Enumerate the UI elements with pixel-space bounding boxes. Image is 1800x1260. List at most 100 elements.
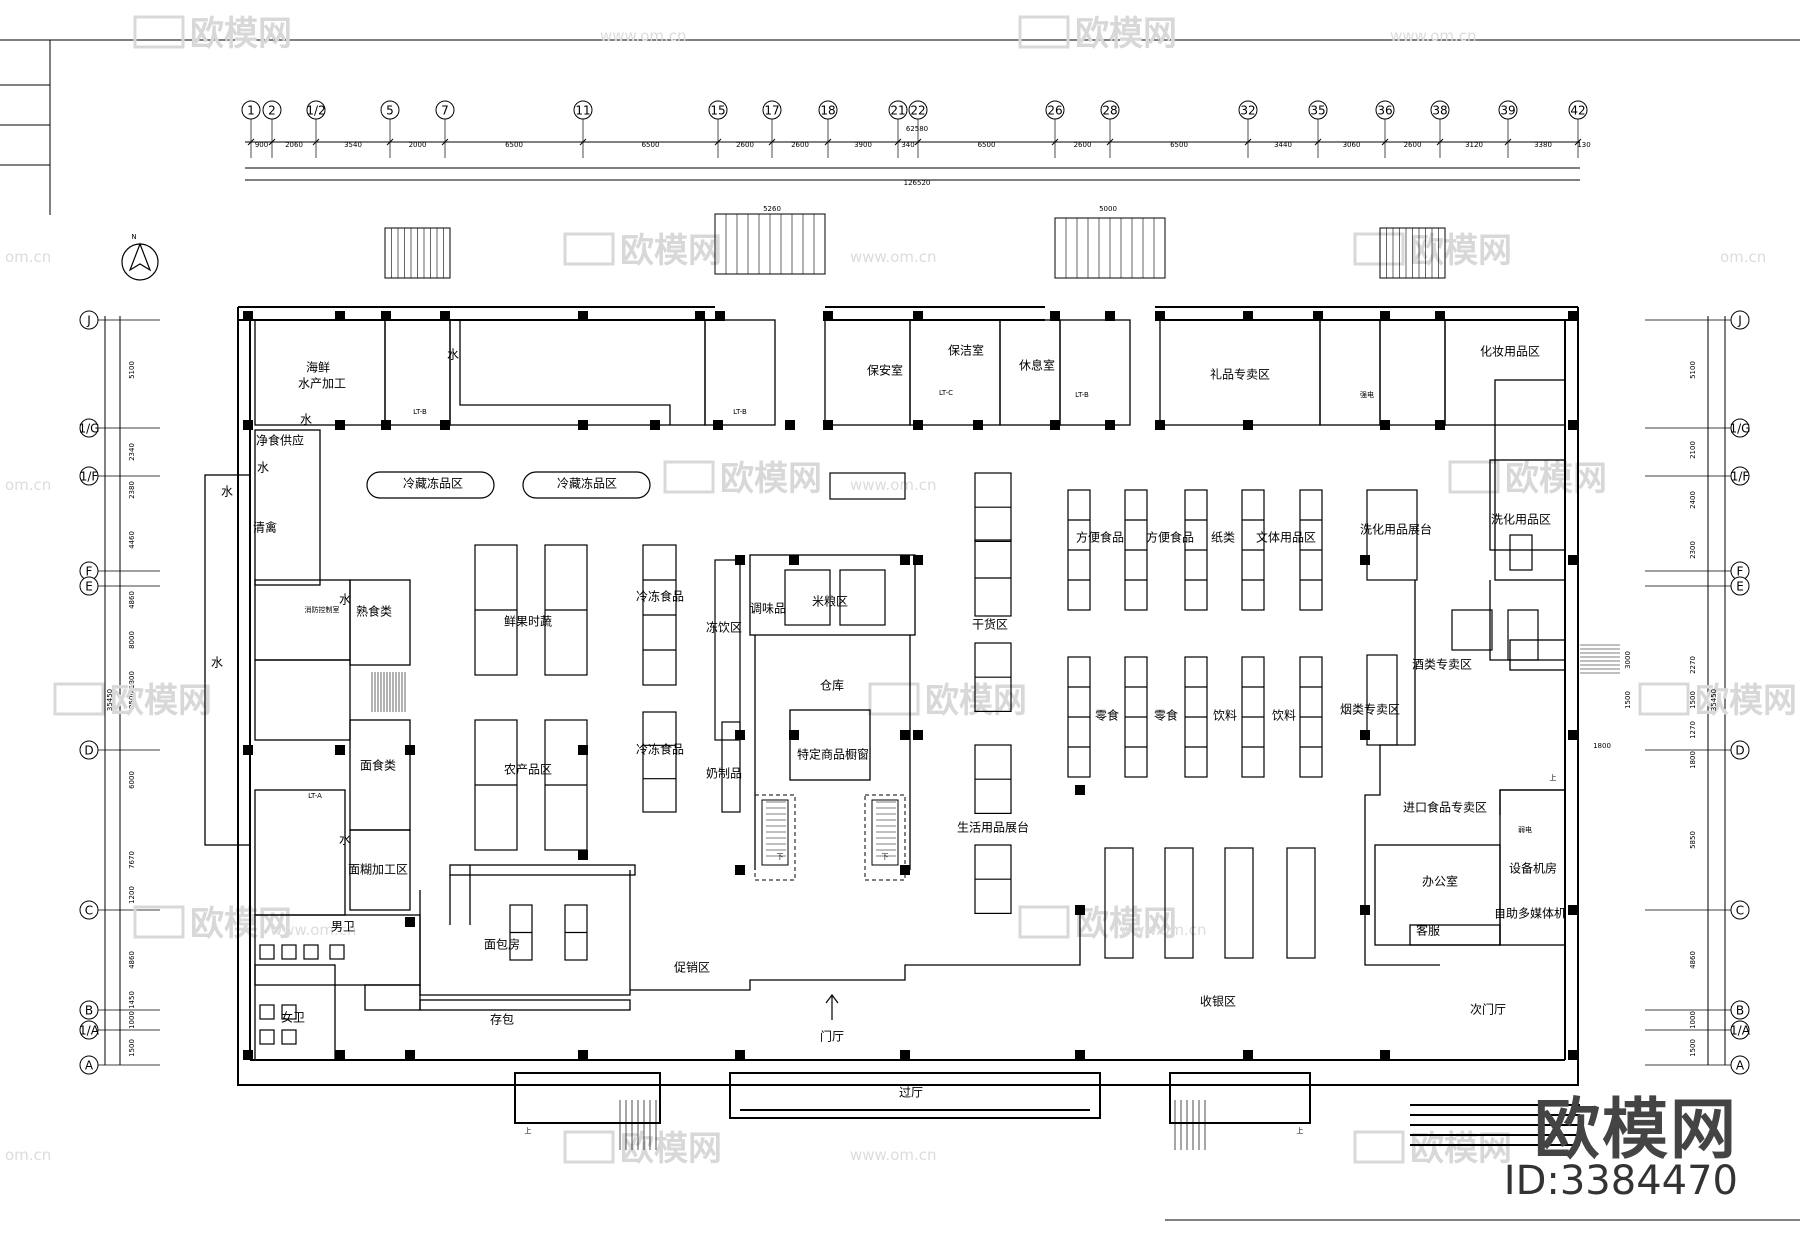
label-tobacco: 烟类专卖区 bbox=[1340, 702, 1400, 717]
dim-left: 8000 bbox=[128, 631, 136, 649]
column bbox=[578, 745, 588, 755]
dim-right-misc-3: 1800 bbox=[1593, 742, 1611, 750]
label-up-2: 上 bbox=[1297, 1126, 1304, 1135]
shelf-oval bbox=[522, 471, 651, 499]
label-beverage-1: 饮料 bbox=[1213, 709, 1237, 723]
label-daily: 生活用品展台 bbox=[957, 820, 1029, 835]
column bbox=[1380, 1050, 1390, 1060]
label-stationery: 文体用品区 bbox=[1256, 530, 1316, 545]
dim-top: 3380 bbox=[1534, 141, 1552, 149]
axis-bubble-left: F bbox=[86, 565, 93, 579]
column bbox=[243, 311, 253, 321]
label-water-4: 水 bbox=[339, 833, 351, 847]
shelf-oval bbox=[366, 471, 495, 499]
column bbox=[578, 420, 588, 430]
shelf-unit bbox=[281, 944, 297, 960]
column bbox=[1075, 905, 1085, 915]
dim-top: 2060 bbox=[285, 141, 303, 149]
watermark-url: om.cn bbox=[5, 476, 51, 494]
axis-bubble-top: 36 bbox=[1377, 104, 1392, 118]
label-drinks: 冻饮区 bbox=[706, 620, 742, 635]
axis-bubble-left: 1/G bbox=[79, 422, 100, 436]
label-promo: 促销区 bbox=[674, 961, 710, 975]
column bbox=[1105, 420, 1115, 430]
shelf-unit bbox=[1366, 654, 1398, 746]
shelf-unit bbox=[1509, 534, 1533, 571]
label-elec-2: 弱电 bbox=[1518, 825, 1532, 834]
shelf-unit bbox=[714, 559, 741, 741]
dim-left: 1200 bbox=[128, 886, 136, 904]
dim-left: 7670 bbox=[128, 851, 136, 869]
watermark-url: om.cn bbox=[5, 1146, 51, 1164]
watermark-url: om.cn bbox=[5, 248, 51, 266]
dimension-lines bbox=[104, 141, 1726, 1065]
shelf-unit bbox=[1224, 847, 1254, 959]
shelf-unit bbox=[829, 472, 906, 500]
watermark-url: www.om.cn bbox=[850, 1146, 937, 1164]
dim-total-sub: 126520 bbox=[904, 179, 931, 187]
label-stair-b-1: LT-B bbox=[413, 408, 427, 416]
column bbox=[900, 1050, 910, 1060]
label-washing: 洗化用品展台 bbox=[1360, 522, 1432, 537]
shelf-unit bbox=[1507, 609, 1539, 661]
column bbox=[1380, 420, 1390, 430]
room-labels: 海鲜 水产加工 净食供应 清禽 熟食类 面食类 面糊加工区 男卫 女卫 鲜果时蔬… bbox=[211, 343, 1566, 1136]
model-id: ID:3384470 bbox=[1503, 1158, 1738, 1204]
label-instant-1: 方便食品 bbox=[1076, 530, 1124, 545]
watermark-text: 欧模网 bbox=[1075, 904, 1177, 944]
dim-right: 1500 bbox=[1689, 1039, 1697, 1057]
column bbox=[1360, 730, 1370, 740]
column bbox=[1050, 420, 1060, 430]
column bbox=[1155, 311, 1165, 321]
axis-bubble-right: C bbox=[1736, 904, 1744, 918]
label-condiments: 调味品 bbox=[750, 602, 786, 616]
column bbox=[823, 420, 833, 430]
label-snacks-1: 零食 bbox=[1095, 708, 1119, 723]
dim-right: 2400 bbox=[1689, 491, 1697, 509]
column bbox=[973, 420, 983, 430]
column bbox=[335, 1050, 345, 1060]
column bbox=[650, 420, 660, 430]
dim-top: 3440 bbox=[1274, 141, 1292, 149]
watermark-text: 欧模网 bbox=[720, 459, 822, 499]
column bbox=[1243, 420, 1253, 430]
label-paper: 纸类 bbox=[1211, 531, 1235, 545]
right-dimension-text: 5100210024002300227015001270180058504860… bbox=[1689, 361, 1697, 1057]
label-equipment: 设备机房 bbox=[1509, 861, 1557, 876]
axis-bubble-right: F bbox=[1737, 565, 1744, 579]
north-label: N bbox=[131, 233, 136, 241]
label-frozen-2: 冷冻食品 bbox=[636, 742, 684, 757]
label-warehouse: 仓库 bbox=[820, 678, 844, 693]
label-rest: 休息室 bbox=[1019, 358, 1055, 373]
axis-bubble-left: B bbox=[85, 1004, 93, 1018]
dim-left: 4860 bbox=[128, 591, 136, 609]
label-locker: 存包 bbox=[490, 1013, 514, 1027]
dim-right: 2270 bbox=[1689, 656, 1697, 674]
column bbox=[405, 745, 415, 755]
column bbox=[1313, 311, 1323, 321]
axis-bubble-top: 5 bbox=[386, 104, 394, 118]
axis-bubble-top: 1 bbox=[247, 104, 255, 118]
watermark-url: www.om.cn bbox=[850, 476, 937, 494]
label-office: 办公室 bbox=[1422, 874, 1458, 889]
column bbox=[405, 917, 415, 927]
dim-right: 2100 bbox=[1689, 441, 1697, 459]
axis-bubble-top: 11 bbox=[575, 104, 590, 118]
axis-bubble-left: J bbox=[86, 314, 91, 328]
axis-bubble-left: D bbox=[84, 744, 93, 758]
column bbox=[578, 850, 588, 860]
label-dry-goods: 干货区 bbox=[972, 617, 1008, 632]
dim-left: 5100 bbox=[128, 361, 136, 379]
dim-top: 3540 bbox=[344, 141, 362, 149]
watermark-text: 欧模网 bbox=[1695, 681, 1797, 721]
escalators bbox=[754, 794, 906, 881]
axis-bubble-right: B bbox=[1736, 1004, 1744, 1018]
column bbox=[735, 865, 745, 875]
dim-top: 6500 bbox=[978, 141, 996, 149]
column bbox=[785, 420, 795, 430]
shelf-unit bbox=[259, 1004, 275, 1020]
axis-bubble-top: 21 bbox=[890, 104, 905, 118]
axis-bubble-top: 17 bbox=[764, 104, 779, 118]
